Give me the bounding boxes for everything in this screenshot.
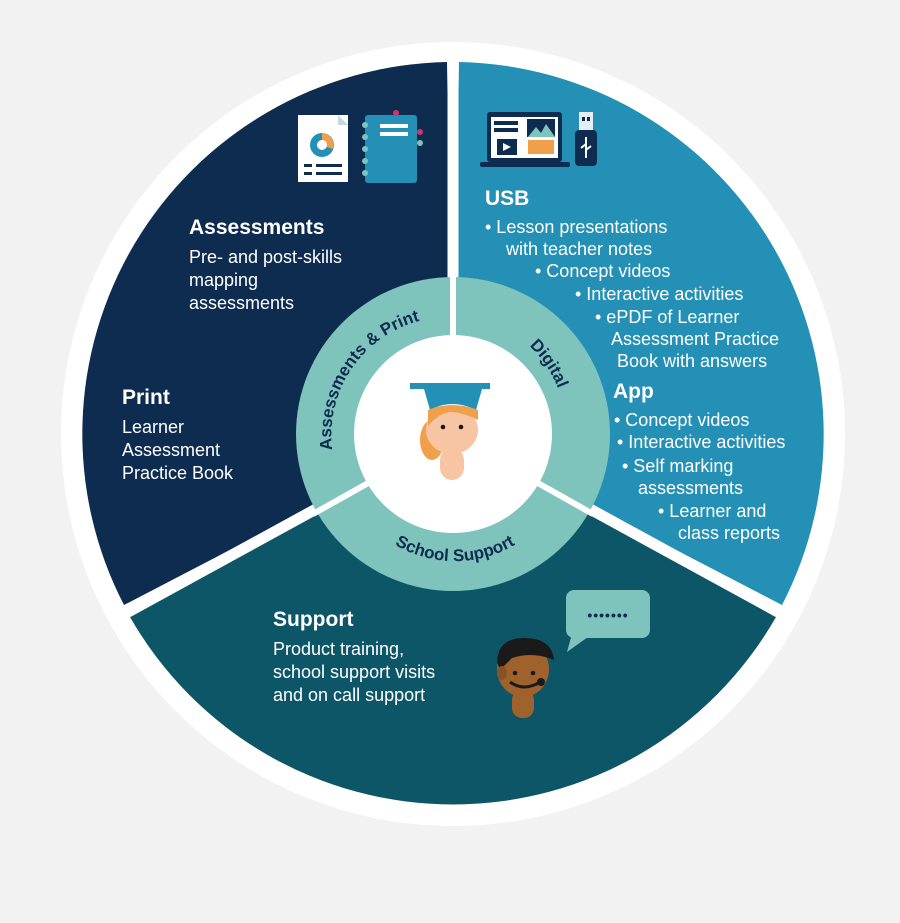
support-block: Support Product training, school support… — [273, 608, 435, 705]
app-bullet: • Concept videos — [614, 410, 749, 430]
app-bullet: • Interactive activities — [617, 432, 785, 452]
learner-graduate-icon — [410, 383, 490, 480]
usb-bullet: • ePDF of Learner — [595, 307, 739, 327]
notebook-icon — [362, 110, 423, 183]
print-block: Print Learner Assessment Practice Book — [122, 386, 234, 483]
app-block: App • Concept videos • Interactive activ… — [613, 380, 785, 543]
usb-drive-icon — [575, 112, 597, 166]
assessments-block: Assessments Pre- and post-skills mapping… — [189, 216, 342, 313]
usb-bullet-continued: with teacher notes — [505, 239, 652, 259]
usb-block: USB • Lesson presentations with teacher … — [485, 187, 779, 371]
assessments-line: mapping — [189, 270, 258, 290]
support-line: and on call support — [273, 685, 425, 705]
usb-bullet-continued: Assessment Practice — [611, 329, 779, 349]
app-heading: App — [613, 380, 654, 403]
usb-bullet: • Lesson presentations — [485, 217, 667, 237]
inner-separator-left — [311, 479, 372, 517]
app-bullet: • Self marking — [622, 456, 733, 476]
document-chart-icon — [298, 115, 348, 182]
inner-separator-right — [534, 479, 595, 517]
assessments-line: assessments — [189, 293, 294, 313]
support-line: Product training, — [273, 639, 404, 659]
laptop-media-icon — [480, 112, 570, 167]
print-heading: Print — [122, 386, 170, 409]
assessments-line: Pre- and post-skills — [189, 247, 342, 267]
app-bullet: • Learner and — [658, 501, 766, 521]
svg-text:•••••••: ••••••• — [587, 607, 628, 623]
app-bullet-continued: class reports — [678, 523, 780, 543]
speech-bubble-icon: ••••••• — [566, 590, 650, 652]
app-bullet-continued: assessments — [638, 478, 743, 498]
usb-bullet: • Concept videos — [535, 261, 670, 281]
support-heading: Support — [273, 608, 353, 631]
usb-heading: USB — [485, 187, 529, 210]
usb-bullet: • Interactive activities — [575, 284, 743, 304]
support-agent-headset-icon — [497, 638, 554, 718]
print-line: Assessment — [122, 440, 220, 460]
print-line: Practice Book — [122, 463, 234, 483]
usb-bullet-continued: Book with answers — [617, 351, 767, 371]
support-line: school support visits — [273, 662, 435, 682]
assessments-heading: Assessments — [189, 216, 324, 239]
print-line: Learner — [122, 417, 184, 437]
